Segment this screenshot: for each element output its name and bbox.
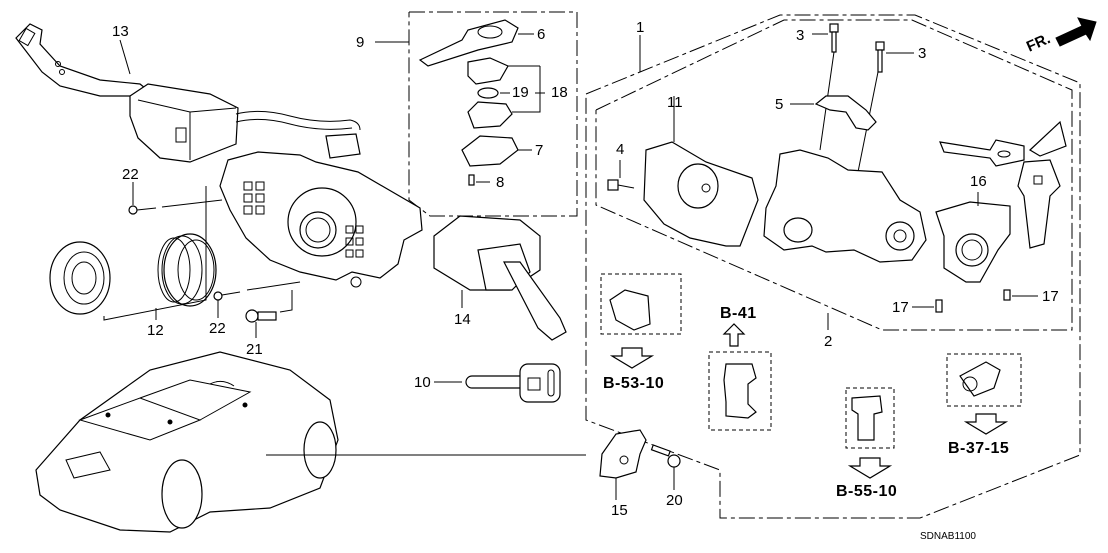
callout-4: 4 xyxy=(616,141,625,158)
callout-14: 14 xyxy=(454,311,471,328)
bracket-5 xyxy=(790,95,877,131)
callout-6: 6 xyxy=(537,26,546,43)
callout-5: 5 xyxy=(775,96,784,113)
callout-22-bottom: 22 xyxy=(209,320,226,337)
callout-22-top: 22 xyxy=(122,166,139,183)
cable-reel xyxy=(49,186,217,321)
battery xyxy=(477,87,510,99)
callout-8: 8 xyxy=(496,174,505,191)
bolt-3-right xyxy=(857,41,914,173)
reference-b-55-10[interactable]: B-55-10 xyxy=(836,483,898,500)
screw-22-bottom xyxy=(213,281,301,318)
screw-4 xyxy=(607,160,635,191)
callout-3-left: 3 xyxy=(796,27,805,44)
door-switch-15 xyxy=(599,429,647,500)
screw-17-left xyxy=(912,299,943,313)
column-switch-body xyxy=(219,151,423,288)
ignition-keys xyxy=(939,120,1067,249)
callout-15: 15 xyxy=(611,502,628,519)
reference-b-41[interactable]: B-41 xyxy=(720,305,757,322)
callout-18: 18 xyxy=(551,84,568,101)
transmitter-group-box xyxy=(375,11,578,217)
callout-9: 9 xyxy=(356,34,365,51)
callout-20: 20 xyxy=(666,492,683,509)
vehicle-outline xyxy=(35,351,586,533)
callout-7: 7 xyxy=(535,142,544,159)
callout-17-left: 17 xyxy=(892,299,909,316)
callout-19: 19 xyxy=(512,84,529,101)
bolt-21 xyxy=(245,290,293,338)
callout-16: 16 xyxy=(970,173,987,190)
cylinder-cover-16 xyxy=(935,192,1011,283)
bolt-3-left xyxy=(812,23,839,151)
callout-1: 1 xyxy=(636,19,645,36)
callout-17-right: 17 xyxy=(1042,288,1059,305)
ref-box-b53 xyxy=(600,273,682,369)
diagram-code: SDNAB1100 xyxy=(920,531,976,542)
combination-switch-left xyxy=(15,23,361,163)
ref-box-b41 xyxy=(708,323,772,431)
callout-3-right: 3 xyxy=(918,45,927,62)
transmitter-key xyxy=(418,19,534,67)
combination-switch-right xyxy=(433,215,567,341)
callout-11: 11 xyxy=(667,94,683,111)
transmitter-case-bottom xyxy=(467,66,545,129)
bolt-20 xyxy=(650,444,681,490)
callout-2: 2 xyxy=(824,333,833,350)
ref-box-b55 xyxy=(845,387,895,479)
reference-b-53-10[interactable]: B-53-10 xyxy=(603,375,665,392)
transmitter-case-top xyxy=(467,57,540,85)
steering-lock-11 xyxy=(643,96,759,247)
front-direction-arrow-icon xyxy=(1055,17,1097,47)
callout-21: 21 xyxy=(246,341,263,358)
callout-13: 13 xyxy=(112,23,129,40)
screw-22-top xyxy=(128,182,223,215)
ignition-switch-body xyxy=(763,149,927,263)
screw-17-right xyxy=(1003,289,1038,301)
screw-8 xyxy=(468,174,490,186)
transmitter-cover xyxy=(461,135,532,167)
key-blank xyxy=(434,363,561,403)
reference-b-37-15[interactable]: B-37-15 xyxy=(948,440,1010,457)
callout-12: 12 xyxy=(147,322,164,339)
callout-10: 10 xyxy=(414,374,431,391)
ref-box-b37 xyxy=(946,353,1022,435)
